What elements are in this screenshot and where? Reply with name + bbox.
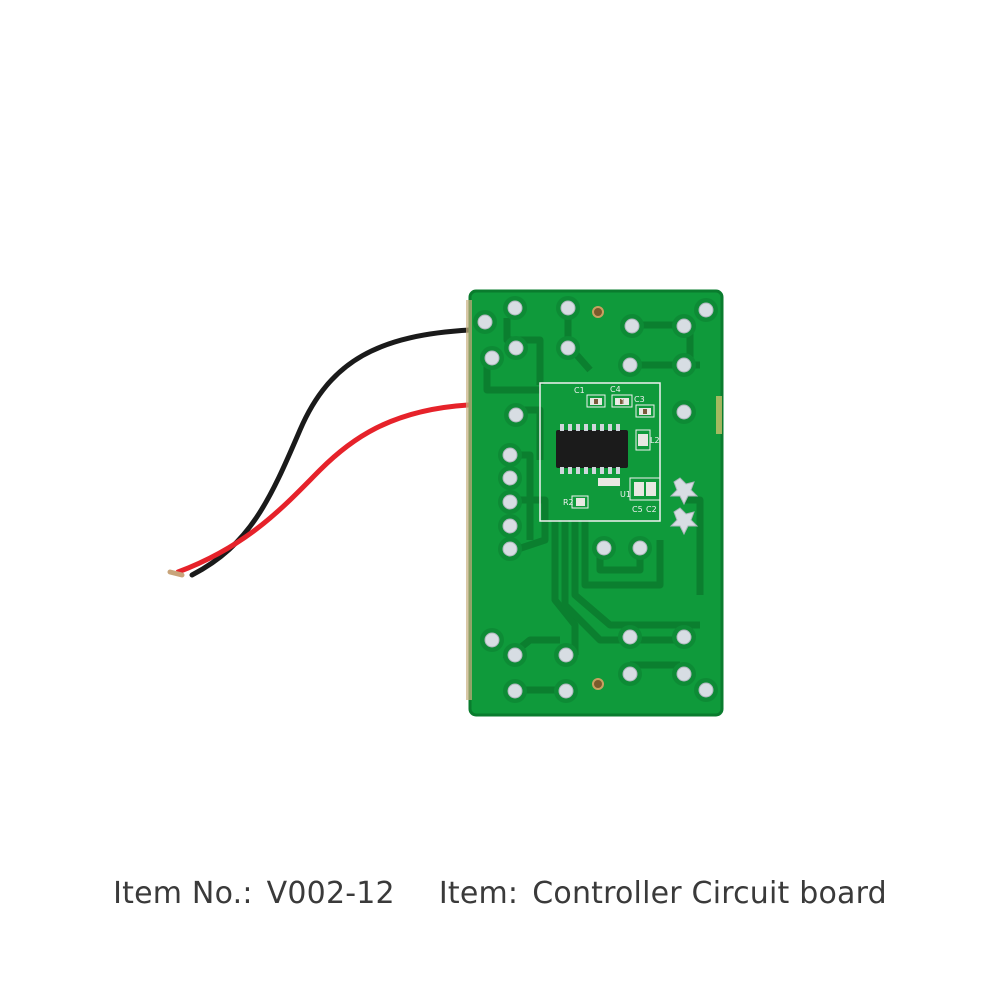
ic-chip [556, 424, 628, 474]
silk-l1: L1 [616, 398, 626, 407]
item-value: Controller Circuit board [532, 876, 887, 911]
item-number-value: V002-12 [266, 876, 395, 911]
item-number-label: Item No.: [113, 876, 253, 911]
silk-c4: C4 [610, 385, 621, 394]
pcb-board: C1 C4 L1 C3 L2 U1 R2 C5 C2 [466, 289, 724, 717]
silk-c2: C2 [646, 505, 657, 514]
silk-c3: C3 [634, 395, 645, 404]
silk-r2: R2 [563, 498, 574, 507]
component-area-outline [539, 382, 661, 522]
silk-c1: C1 [574, 386, 585, 395]
red-wire [175, 402, 471, 575]
silkscreen-labels: C1 C4 L1 C3 L2 U1 R2 C5 C2 [563, 385, 660, 514]
black-wire [189, 327, 473, 578]
silk-c5: C5 [632, 505, 643, 514]
wire-tip [167, 569, 185, 578]
silk-l2: L2 [650, 436, 660, 445]
item-label: Item: [438, 876, 519, 911]
silk-u1: U1 [620, 490, 631, 499]
wire-bundle [167, 327, 473, 578]
product-caption: Item No.: V002-12 Item: Controller Circuit … [0, 876, 1000, 928]
circuit-board-photo: C1 C4 L1 C3 L2 U1 R2 C5 C2 [167, 289, 724, 717]
solder-pads [473, 296, 718, 703]
